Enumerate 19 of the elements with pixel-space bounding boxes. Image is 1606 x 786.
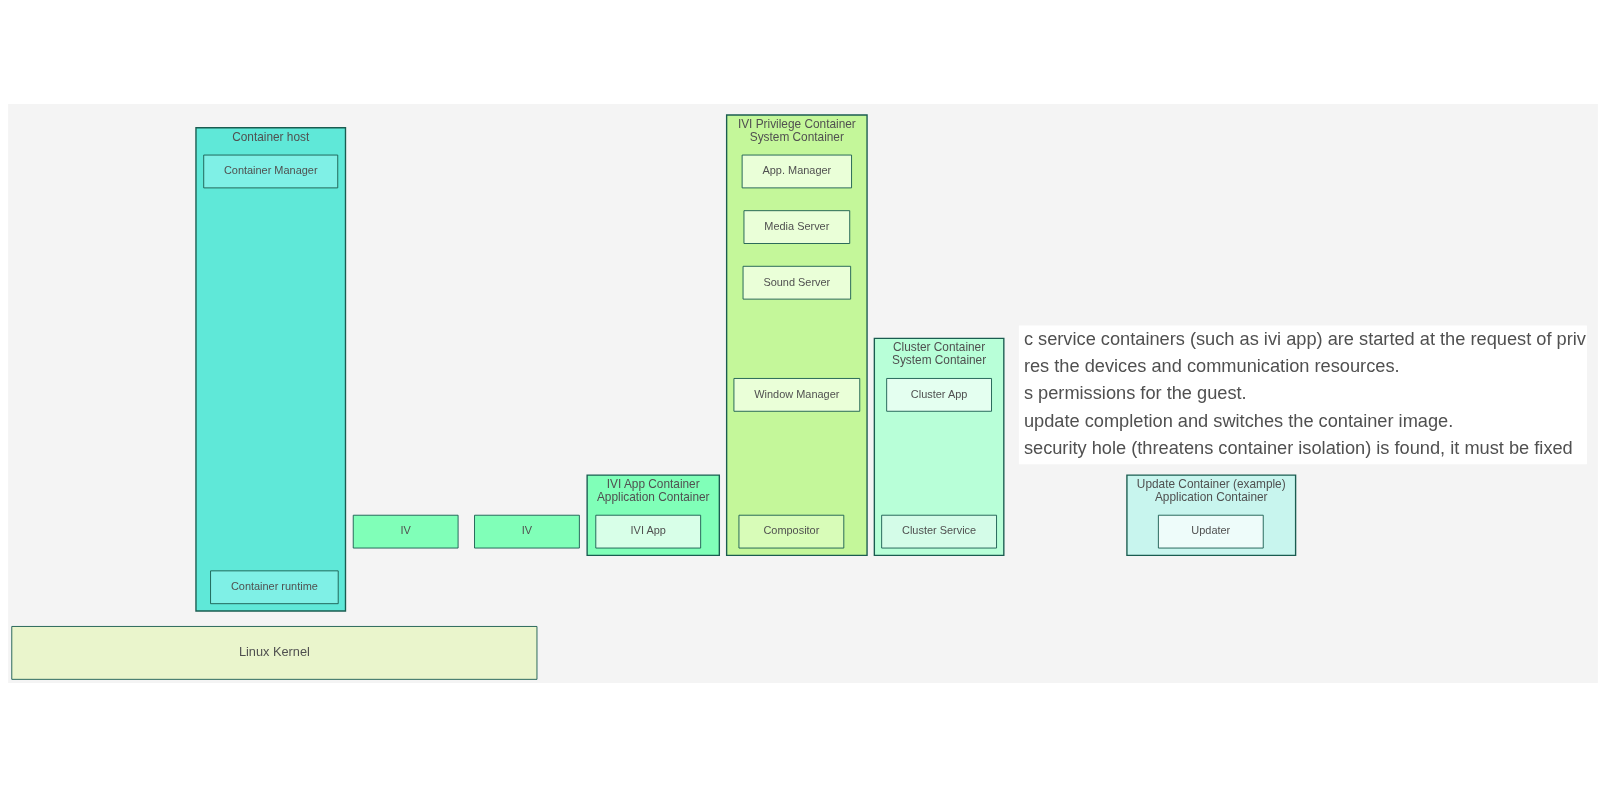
node-box: Cluster Service	[881, 514, 997, 548]
node-box: App. Manager	[741, 154, 852, 188]
node-box: Container Manager	[203, 154, 339, 188]
label: security hole (threatens container isolation) is found, it must be fixed	[1023, 436, 1573, 458]
label: update completion and switches the container image.	[1023, 409, 1454, 431]
node-box: Sound Server	[742, 265, 852, 300]
node-box: Window Manager	[733, 377, 861, 412]
node-box: Compositor	[738, 514, 845, 548]
node-box: Cluster App	[886, 377, 992, 412]
label: res the devices and communication resources.	[1023, 354, 1400, 376]
node-box: IVI App	[595, 514, 702, 548]
node-box: Linux Kernel	[11, 625, 538, 680]
label: s permissions for the guest.	[1023, 381, 1247, 403]
node-box: Container runtime	[210, 569, 339, 604]
node-box: IV	[474, 514, 580, 548]
node-box: IV	[352, 514, 459, 548]
node-box: Media Server	[743, 209, 851, 244]
node-box: Updater	[1157, 514, 1264, 548]
label: c service containers (such as ivi app) are started at the request of priv	[1023, 327, 1586, 349]
